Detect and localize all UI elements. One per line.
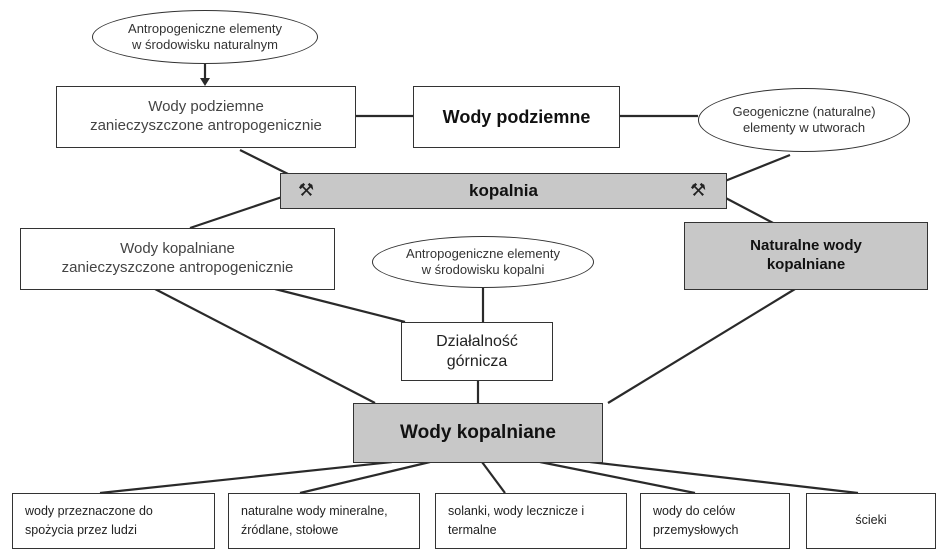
anthropogenic-natural-ellipse: Antropogeniczne elementy w środowisku na… xyxy=(92,10,318,64)
mining-activity-box: Działalność górnicza xyxy=(401,322,553,381)
output-brine-thermal: solanki, wody lecznicze i termalne xyxy=(435,493,627,549)
geogenic-ellipse: Geogeniczne (naturalne) elementy w utwor… xyxy=(698,88,910,152)
output-sewage: ścieki xyxy=(806,493,936,549)
groundwater-box: Wody podziemne xyxy=(413,86,620,148)
output-drinking-water: wody przeznaczone do spożycia przez ludz… xyxy=(12,493,215,549)
groundwater-polluted-box: Wody podziemne zanieczyszczone antropoge… xyxy=(56,86,356,148)
output-industrial-water: wody do celów przemysłowych xyxy=(640,493,790,549)
mine-water-polluted-box: Wody kopalniane zanieczyszczone antropog… xyxy=(20,228,335,290)
mine-label: kopalnia xyxy=(469,181,538,201)
hammer-pick-icon: ⚒ xyxy=(298,180,315,200)
anthropogenic-mine-ellipse: Antropogeniczne elementy w środowisku ko… xyxy=(372,236,594,288)
hammer-pick-icon: ⚒ xyxy=(690,180,707,200)
mine-bar: kopalnia xyxy=(280,173,727,209)
output-mineral-water: naturalne wody mineralne, źródlane, stoł… xyxy=(228,493,420,549)
mine-water-box: Wody kopalniane xyxy=(353,403,603,463)
natural-mine-water-box: Naturalne wody kopalniane xyxy=(684,222,928,290)
